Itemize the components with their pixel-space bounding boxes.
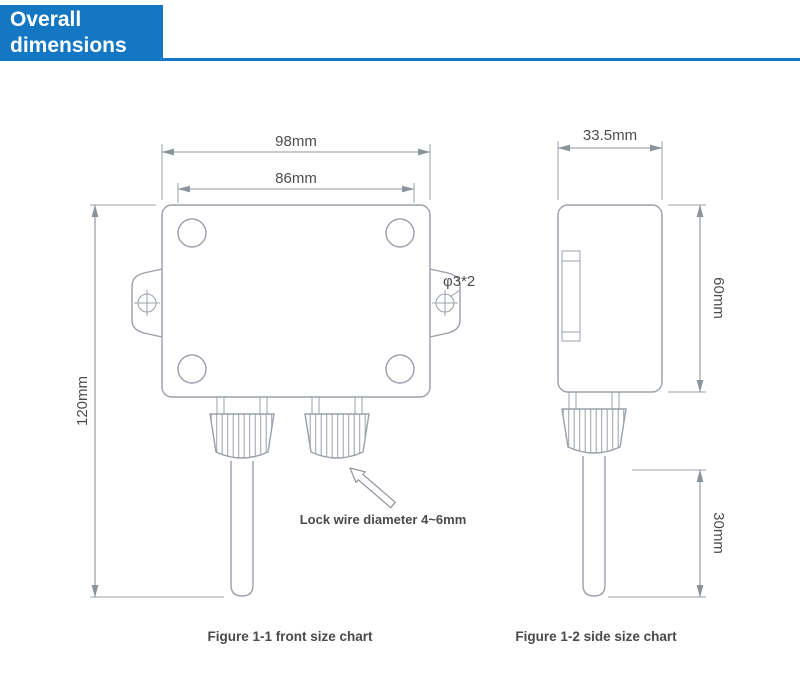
lock-wire-label: Lock wire diameter 4~6mm xyxy=(300,512,467,527)
section-title-box: Overall dimensions xyxy=(0,5,163,60)
side-view-caption: Figure 1-2 side size chart xyxy=(515,629,677,644)
leader-line xyxy=(449,289,461,298)
side-bracket-plate xyxy=(561,250,581,342)
cable-gland-side xyxy=(561,391,627,597)
probe-side xyxy=(582,456,606,597)
corner-screw-hole-bottom-left xyxy=(177,354,207,384)
mounting-ear-left-outline xyxy=(131,268,163,338)
mounting-ear-right-outline xyxy=(429,268,461,338)
side-dimension-33-5mm: 33.5mm xyxy=(557,127,663,200)
dimension-label-30mm: 30mm xyxy=(710,512,727,554)
side-enclosure-body xyxy=(557,204,663,393)
dimension-label-33-5mm: 33.5mm xyxy=(583,127,637,144)
side-body-outline xyxy=(557,204,663,393)
side-dimension-30mm: 30mm xyxy=(608,469,727,598)
dimension-label-120mm: 120mm xyxy=(74,376,91,426)
lock-wire-annotation: Lock wire diameter 4~6mm xyxy=(300,467,467,527)
header-rule xyxy=(0,58,800,61)
section-title-line-2: dimensions xyxy=(10,34,127,57)
hole-diameter-annotation: φ3*2 xyxy=(443,273,475,298)
annotation-arrow-icon xyxy=(349,467,396,509)
side-view: 33.5mm 60mm 30mm Figure 1-2 side size ch… xyxy=(515,127,727,644)
probe-front xyxy=(230,461,254,597)
cable-gland-front-left xyxy=(209,396,275,597)
corner-screw-hole-bottom-right xyxy=(385,354,415,384)
front-dimension-98mm: 98mm xyxy=(161,133,431,200)
gland-ribbed-nut xyxy=(209,413,275,459)
front-dimension-86mm: 86mm xyxy=(177,170,415,203)
front-view-caption: Figure 1-1 front size chart xyxy=(207,629,373,644)
dimension-label-86mm: 86mm xyxy=(275,170,317,187)
dimension-label-60mm: 60mm xyxy=(710,277,727,319)
dimension-label-98mm: 98mm xyxy=(275,133,317,150)
front-enclosure-body xyxy=(161,204,431,398)
mounting-ear-left xyxy=(131,268,163,338)
side-dimension-60mm: 60mm xyxy=(668,204,727,393)
hole-diameter-label: φ3*2 xyxy=(443,273,475,290)
front-dimension-120mm: 120mm xyxy=(74,204,224,598)
corner-screw-hole-top-left xyxy=(177,218,207,248)
corner-screw-hole-top-right xyxy=(385,218,415,248)
front-body-outline xyxy=(161,204,431,398)
front-view: 98mm 86mm 120mm φ3*2 Lock wire diame xyxy=(74,133,475,644)
gland-ribbed-nut xyxy=(304,413,370,459)
section-title-line-1: Overall xyxy=(10,8,82,31)
cable-gland-front-right xyxy=(304,396,370,459)
mounting-ear-right xyxy=(429,268,461,338)
gland-ribbed-nut xyxy=(561,408,627,454)
